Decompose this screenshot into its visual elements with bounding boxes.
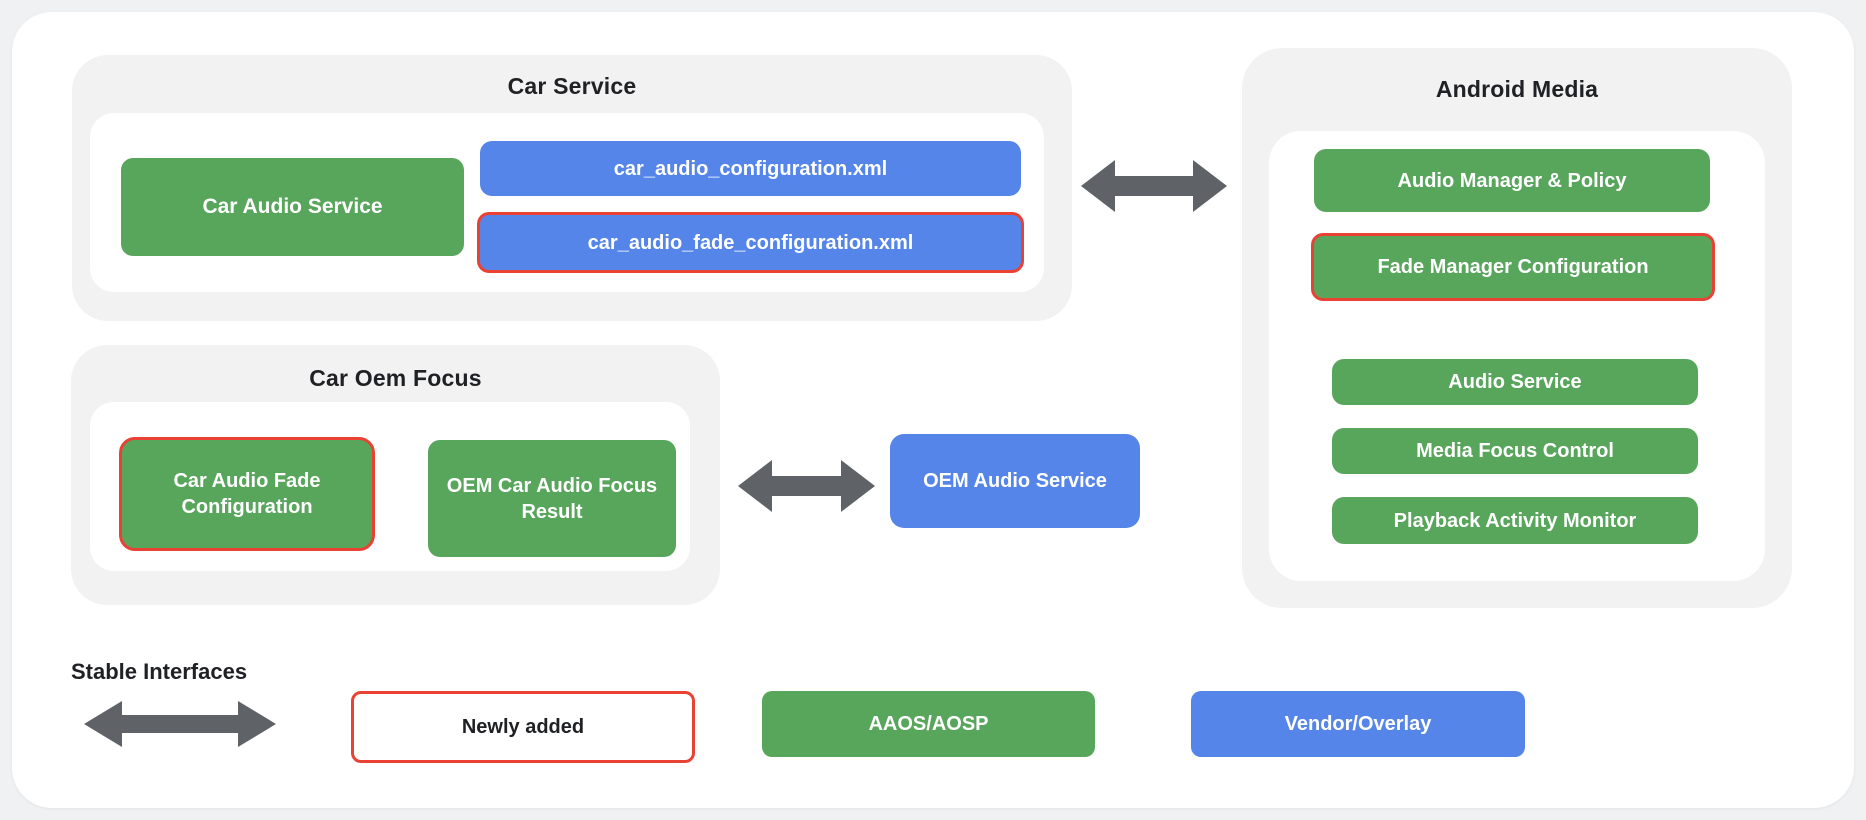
box-audio-service: Audio Service: [1332, 359, 1698, 405]
panel-android-media: Android Media Audio Manager & Policy Fad…: [1242, 48, 1792, 608]
box-fade-manager-configuration: Fade Manager Configuration: [1311, 233, 1715, 301]
legend-newly-added: Newly added: [351, 691, 695, 763]
diagram-card: Car Service Car Audio Service car_audio_…: [12, 12, 1854, 808]
box-oem-audio-service: OEM Audio Service: [890, 434, 1140, 528]
panel-car-service: Car Service Car Audio Service car_audio_…: [72, 55, 1072, 321]
box-oem-car-audio-focus-result: OEM Car Audio Focus Result: [428, 440, 676, 557]
panel-car-oem-focus-inner: Car Audio Fade Configuration OEM Car Aud…: [90, 402, 690, 571]
legend-aaos-aosp: AAOS/AOSP: [762, 691, 1095, 757]
double-arrow-icon: [738, 460, 875, 512]
stable-interface-double-arrow-icon: [84, 701, 276, 747]
box-car-audio-configuration-xml: car_audio_configuration.xml: [480, 141, 1021, 196]
legend-vendor-overlay: Vendor/Overlay: [1191, 691, 1525, 757]
panel-title-car-service: Car Service: [507, 73, 637, 99]
box-car-audio-service: Car Audio Service: [121, 158, 464, 256]
box-playback-activity-monitor: Playback Activity Monitor: [1332, 497, 1698, 544]
panel-car-oem-focus: Car Oem Focus Car Audio Fade Configurati…: [71, 345, 720, 605]
box-car-audio-fade-configuration-xml: car_audio_fade_configuration.xml: [477, 212, 1024, 273]
box-media-focus-control: Media Focus Control: [1332, 428, 1698, 474]
double-arrow-icon: [1081, 160, 1227, 212]
panel-android-media-inner: Audio Manager & Policy Fade Manager Conf…: [1269, 131, 1765, 581]
box-audio-manager-policy: Audio Manager & Policy: [1314, 149, 1710, 212]
panel-title-android-media: Android Media: [1435, 76, 1599, 102]
panel-car-service-inner: Car Audio Service car_audio_configuratio…: [90, 113, 1044, 292]
box-car-audio-fade-configuration: Car Audio Fade Configuration: [119, 437, 375, 551]
panel-title-car-oem-focus: Car Oem Focus: [309, 365, 482, 391]
legend-stable-interfaces-label: Stable Interfaces: [71, 659, 248, 684]
